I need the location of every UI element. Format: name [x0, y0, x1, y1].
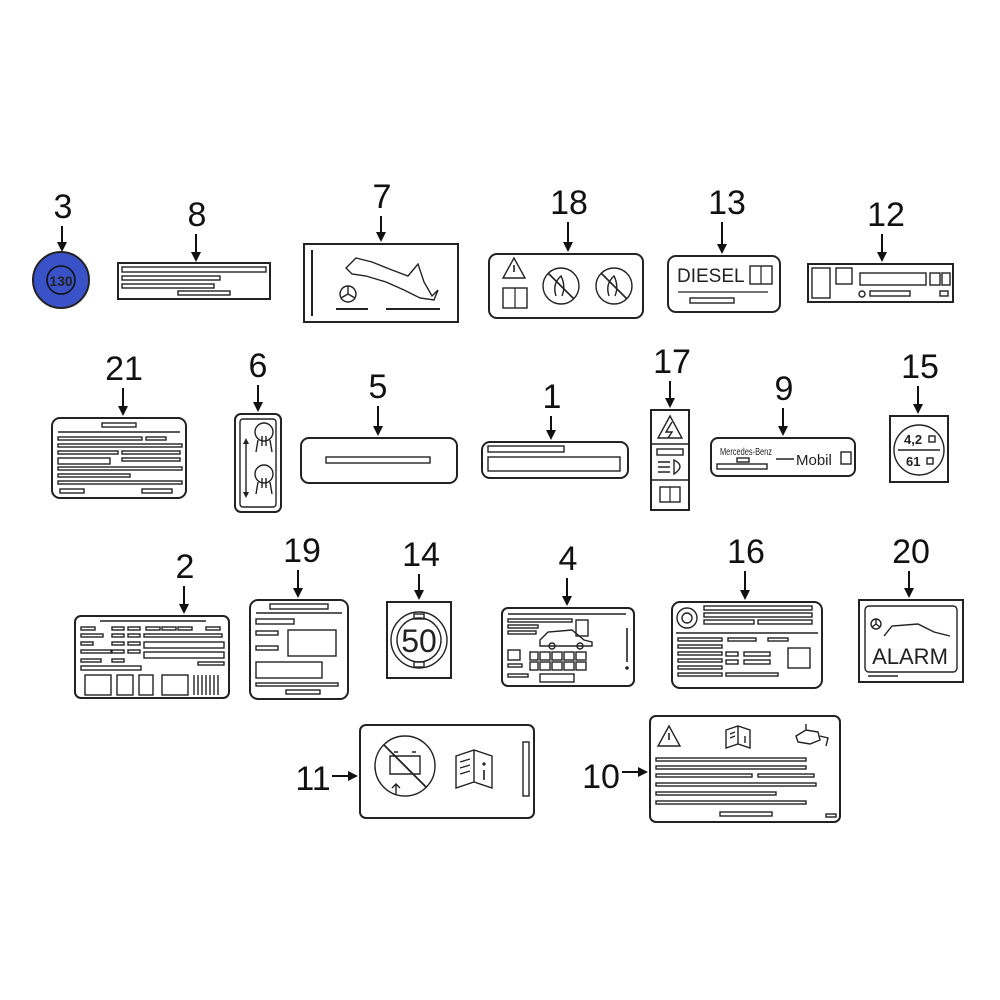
alarm-text: ALARM — [872, 644, 948, 669]
part-7[interactable]: 7 — [303, 178, 459, 323]
callout-11: 11 — [295, 760, 330, 798]
callout-18: 18 — [550, 184, 588, 222]
label-7 — [303, 243, 459, 323]
callout-7: 7 — [373, 178, 392, 216]
part-21[interactable]: 21 — [51, 350, 187, 499]
part-17[interactable]: 17 — [650, 343, 691, 511]
battery-prohibited-icon — [374, 735, 436, 797]
part-9[interactable]: 9 Mercedes-Benz Mobil — [710, 370, 856, 477]
part-3[interactable]: 3 130 — [32, 188, 90, 309]
callout-21: 21 — [105, 350, 143, 388]
part-11[interactable]: 11 — [295, 724, 535, 819]
part-19[interactable]: 19 — [249, 532, 349, 700]
label-20 — [858, 599, 964, 683]
callout-10: 10 — [582, 758, 620, 796]
callout-16: 16 — [727, 533, 765, 571]
callout-9: 9 — [775, 370, 794, 408]
warning-triangle-icon — [656, 414, 684, 439]
manual-book-icon — [455, 749, 493, 789]
callout-13: 13 — [708, 184, 746, 222]
no-flame-icon — [595, 267, 633, 305]
part-10[interactable]: 10 — [582, 715, 841, 823]
label-15 — [889, 415, 949, 483]
value-top-text: 4,2 — [904, 432, 922, 447]
part-16[interactable]: 16 — [671, 533, 823, 689]
label-19 — [249, 599, 349, 700]
part-12[interactable]: 12 — [807, 196, 954, 303]
callout-3: 3 — [54, 188, 73, 226]
part-5[interactable]: 5 — [300, 368, 458, 484]
manual-book-icon — [725, 725, 751, 749]
part-14[interactable]: 14 50 — [386, 536, 452, 679]
diesel-text: DIESEL — [677, 266, 745, 287]
mercedes-benz-text: Mercedes-Benz — [720, 447, 772, 458]
part-13[interactable]: 13 DIESEL — [667, 184, 781, 313]
label-6 — [234, 413, 282, 513]
callout-1: 1 — [543, 378, 562, 416]
speed-limit-text: 50 — [401, 623, 437, 659]
part-4[interactable]: 4 — [501, 540, 635, 687]
badge-130-text: 130 — [49, 273, 73, 289]
callout-15: 15 — [901, 348, 939, 386]
callout-5: 5 — [369, 368, 388, 406]
no-flame-icon — [542, 267, 580, 305]
callout-8: 8 — [188, 196, 207, 234]
callout-20: 20 — [892, 533, 930, 571]
callout-2: 2 — [176, 548, 195, 586]
callout-14: 14 — [402, 536, 440, 574]
oil-can-icon — [795, 724, 829, 747]
badge-130 — [32, 251, 90, 309]
callout-12: 12 — [867, 196, 905, 234]
callout-17: 17 — [653, 343, 691, 381]
callout-4: 4 — [559, 540, 578, 578]
label-11 — [359, 724, 535, 819]
part-15[interactable]: 15 4,2 61 — [889, 348, 949, 483]
part-1[interactable]: 1 — [481, 378, 629, 479]
warning-triangle-icon — [501, 256, 527, 279]
part-6[interactable]: 6 — [234, 347, 282, 513]
part-20[interactable]: 20 ALARM — [858, 533, 964, 683]
value-bottom-text: 61 — [906, 454, 920, 469]
mobil-text: Mobil — [796, 452, 832, 469]
warning-triangle-icon — [656, 724, 682, 747]
part-2[interactable]: 2 — [74, 548, 230, 699]
callout-19: 19 — [283, 532, 321, 570]
part-18[interactable]: 18 — [488, 184, 644, 319]
part-8[interactable]: 8 — [117, 196, 271, 300]
callout-6: 6 — [249, 347, 268, 385]
